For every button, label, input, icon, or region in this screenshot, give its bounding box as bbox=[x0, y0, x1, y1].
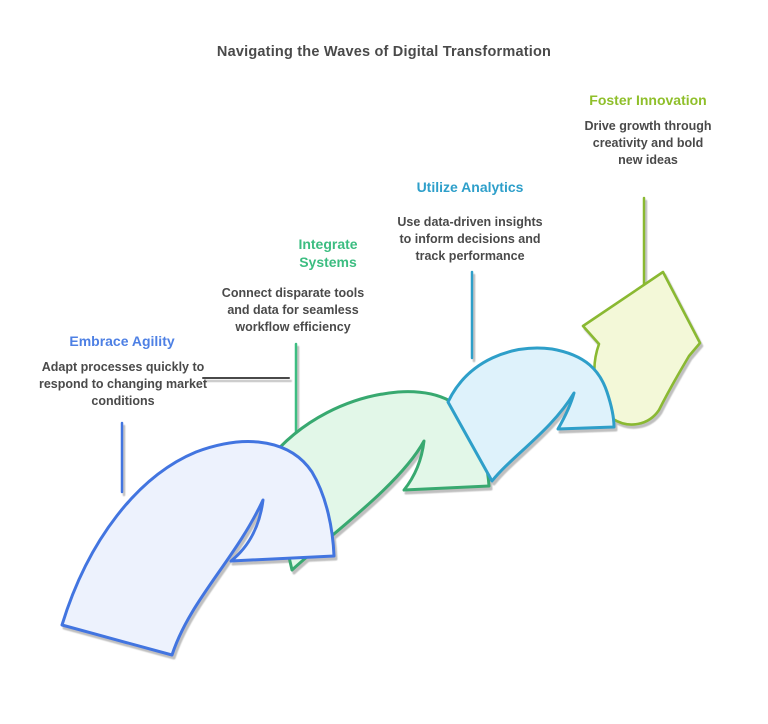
wave-shape-embrace-agility bbox=[60, 440, 336, 657]
step-desc-utilize-analytics: Use data-driven insights to inform decis… bbox=[397, 215, 543, 263]
step-desc-embrace-agility: Adapt processes quickly to respond to ch… bbox=[38, 360, 208, 408]
step-label-foster-innovation: Foster Innovation bbox=[589, 92, 707, 108]
diagram-title: Navigating the Waves of Digital Transfor… bbox=[216, 44, 552, 60]
step-desc-integrate-systems: Connect disparate tools and data for sea… bbox=[221, 286, 365, 334]
step-label-embrace-agility: Embrace Agility bbox=[69, 333, 175, 349]
step-desc-foster-innovation: Drive growth through creativity and bold… bbox=[584, 119, 712, 167]
step-label-utilize-analytics: Utilize Analytics bbox=[416, 179, 524, 195]
wave-shape-utilize-analytics bbox=[446, 346, 616, 483]
step-label-integrate-systems: Integrate Systems bbox=[298, 236, 358, 270]
